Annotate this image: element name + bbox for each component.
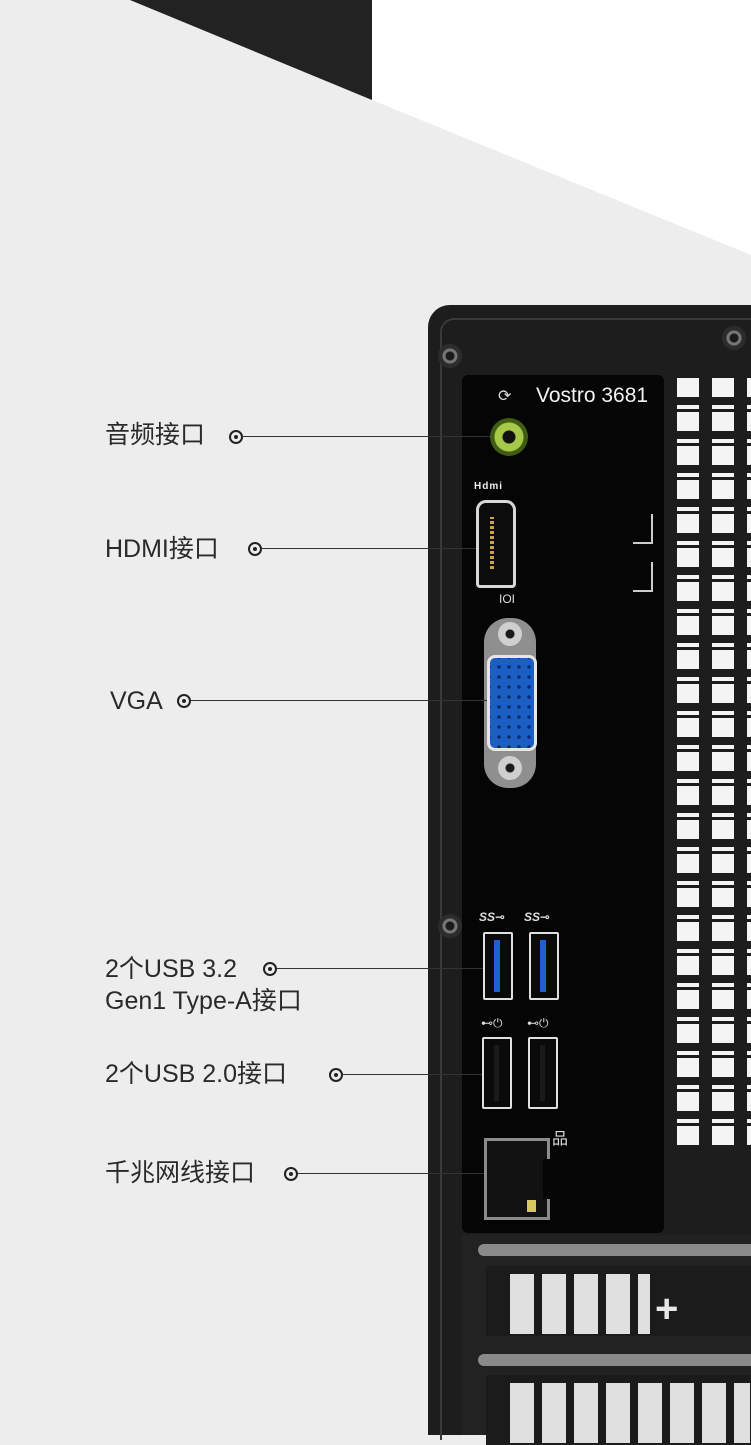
- callout-label-lan: 千兆网线接口: [105, 1159, 256, 1187]
- network-icon: 品: [552, 1131, 569, 1148]
- callout-line-hdmi: [262, 548, 476, 549]
- usb2-port-1: [482, 1037, 512, 1109]
- callout-dot-hdmi: [248, 542, 262, 556]
- chassis-screw-mid-left: [438, 914, 462, 938]
- ethernet-port: [484, 1138, 553, 1220]
- expansion-slot-rail-1: [478, 1244, 751, 1256]
- usb3-symbol-1: SS⊸: [479, 910, 506, 924]
- ventilation-grille: [672, 375, 751, 1145]
- hdmi-port: [476, 500, 516, 588]
- background-shapes: [130, 0, 751, 255]
- vga-port: [487, 655, 537, 751]
- callout-dot-lan: [284, 1167, 298, 1181]
- callout-dot-vga: [177, 694, 191, 708]
- panel-corner-mark-1: [633, 514, 653, 544]
- callout-label-audio: 音频接口: [105, 421, 206, 449]
- vga-screw-bottom: [498, 756, 522, 780]
- chassis-screw-top-right: [722, 326, 746, 350]
- callout-label-vga: VGA: [110, 687, 163, 715]
- callout-label-usb3: 2个USB 3.2 Gen1 Type-A接口: [105, 955, 302, 1015]
- expansion-slot-1-vent: [510, 1274, 650, 1334]
- ethernet-led: [527, 1200, 536, 1212]
- callout-line-lan: [298, 1173, 484, 1174]
- usb2-port-2: [528, 1037, 558, 1109]
- usb3-port-1: [483, 932, 513, 1000]
- top-white-band: [372, 0, 751, 255]
- callout-line-vga: [191, 700, 487, 701]
- panel-corner-mark-2: [633, 562, 653, 592]
- callout-dot-usb2: [329, 1068, 343, 1082]
- audio-port: [490, 418, 528, 456]
- callout-line-audio: [243, 436, 490, 437]
- callout-label-hdmi: HDMI接口: [105, 535, 219, 563]
- callout-line-usb3: [277, 968, 483, 969]
- usb2-symbol-2: ⊷⏻: [527, 1016, 549, 1030]
- headphone-icon: ⟳: [498, 388, 512, 405]
- vga-symbol: IOI: [499, 592, 516, 606]
- callout-dot-usb3: [263, 962, 277, 976]
- usb3-port-2: [529, 932, 559, 1000]
- vga-screw-top: [498, 622, 522, 646]
- expansion-slot-rail-2: [478, 1354, 751, 1366]
- callout-dot-audio: [229, 430, 243, 444]
- usb2-symbol-1: ⊷⏻: [481, 1016, 503, 1030]
- model-label: Vostro 3681: [536, 384, 649, 407]
- plus-icon: +: [655, 1287, 679, 1331]
- chassis-screw-top-left: [438, 344, 462, 368]
- callout-line-usb2: [343, 1074, 482, 1075]
- callout-label-usb2: 2个USB 2.0接口: [105, 1060, 288, 1088]
- top-dark-band: [130, 0, 372, 100]
- expansion-slot-2-vent: [510, 1383, 750, 1443]
- usb3-symbol-2: SS⊸: [524, 910, 551, 924]
- chassis-rim: [440, 318, 751, 1440]
- hdmi-logo: Hdmi: [474, 481, 503, 492]
